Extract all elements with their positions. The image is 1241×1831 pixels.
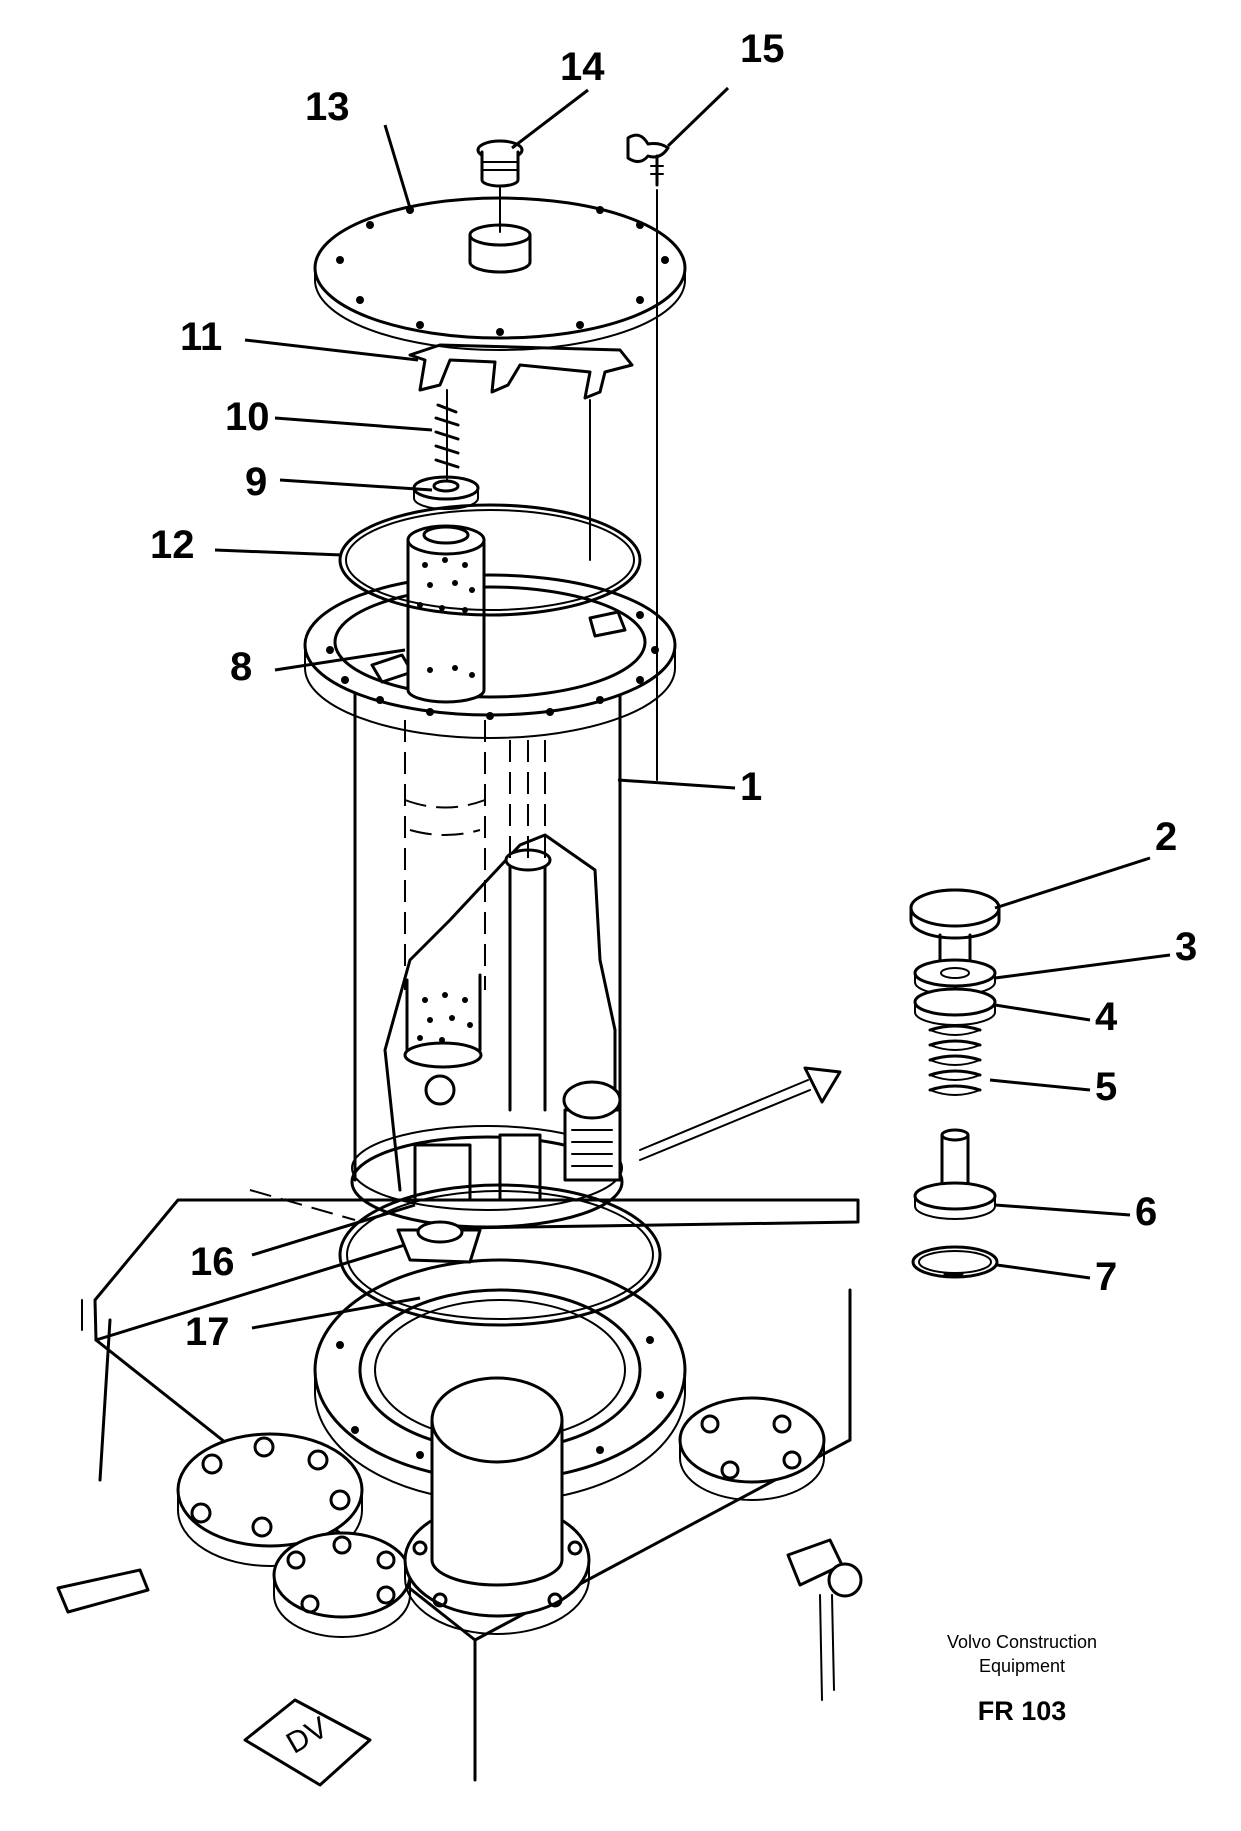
callout-12: 12: [150, 523, 195, 567]
callout-8: 8: [230, 645, 252, 689]
callout-14: 14: [560, 45, 605, 89]
inner-element-perforations: [417, 992, 473, 1043]
callout-5: 5: [1095, 1065, 1117, 1109]
washer: [412, 475, 480, 510]
callout-2: 2: [1155, 815, 1177, 859]
callout-4: 4: [1095, 995, 1118, 1039]
wing-screw: [626, 133, 670, 781]
tank-cover-left: [176, 1432, 364, 1567]
callout-10: 10: [225, 395, 270, 439]
svg-text:DV: DV: [281, 1711, 334, 1760]
leader-lines: [214, 86, 1171, 1330]
tank-cover-front: [272, 1531, 412, 1638]
figure-caption: Volvo Construction Equipment FR 103: [947, 1632, 1097, 1726]
filter-housing-bowl: [350, 688, 624, 1229]
callout-17: 17: [185, 1310, 230, 1354]
spring-upper: [434, 389, 460, 481]
callout-16: 16: [190, 1240, 235, 1284]
callout-15: 15: [740, 27, 785, 71]
filter-element: [406, 524, 486, 704]
o-ring-upper: [338, 503, 642, 617]
callout-13: 13: [305, 85, 350, 129]
valve-washer: [913, 987, 997, 1026]
bowl-bottom-fitting: [396, 1220, 482, 1264]
caption-company-line2: Equipment: [979, 1656, 1065, 1676]
plug: [476, 139, 524, 233]
callout-labels: 1 2 3 4 5 6 7 8 9 10 11 12 13 14 15 16 1…: [150, 27, 1197, 1354]
hidden-lines: [249, 720, 546, 1221]
caption-company-line1: Volvo Construction: [947, 1632, 1097, 1652]
inlet-dome: [403, 1376, 591, 1635]
valve-spring: [928, 1024, 982, 1096]
cover-plate: [313, 196, 687, 351]
bracket: [408, 343, 634, 561]
callout-3: 3: [1175, 925, 1197, 969]
callout-11: 11: [180, 315, 222, 359]
valve-cap: [909, 888, 1001, 972]
o-ring-lower: [338, 1183, 662, 1327]
detail-arrow: [639, 1066, 842, 1161]
callout-9: 9: [245, 460, 267, 504]
figure-code: FR 103: [978, 1696, 1067, 1726]
circlip: [911, 1245, 999, 1279]
callout-7: 7: [1095, 1255, 1117, 1299]
callout-1: 1: [740, 765, 762, 809]
tank-cover-right: [678, 1396, 826, 1501]
valve-seal: [913, 958, 997, 996]
callout-6: 6: [1135, 1190, 1157, 1234]
valve-piston: [913, 1128, 997, 1220]
